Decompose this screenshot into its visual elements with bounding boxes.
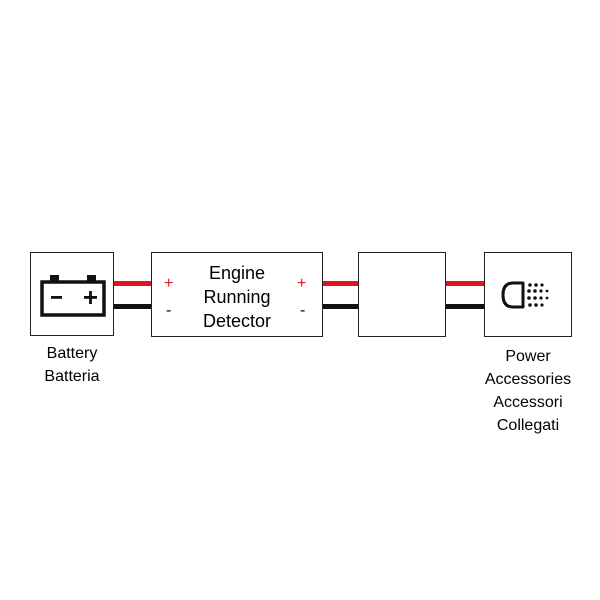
accessories-label-line1: Power: [505, 348, 551, 365]
detector-output-minus: -: [300, 302, 306, 319]
positive-wire-1: [114, 281, 152, 286]
accessories-label-line3: Accessori: [493, 394, 563, 411]
detector-title-line1: Engine: [208, 263, 266, 283]
detector-title: Engine Running Detector: [152, 261, 322, 333]
detector-title-line3: Detector: [202, 311, 272, 331]
negative-wire-3: [446, 304, 484, 309]
battery-box: [30, 252, 114, 336]
battery-icon: [40, 275, 106, 317]
detector-input-plus: +: [164, 275, 174, 292]
power-accessories-label: Power Accessories Accessori Collegati: [468, 345, 588, 437]
accessories-label-line2: Accessories: [484, 371, 572, 388]
negative-wire-1: [114, 304, 152, 309]
battery-label: Battery Batteria: [22, 342, 122, 388]
detector-input-minus: -: [166, 302, 172, 319]
accessories-label-line4: Collegati: [496, 417, 560, 434]
detector-output-plus: +: [297, 275, 307, 292]
detector-title-line2: Running: [203, 287, 271, 307]
negative-wire-2: [323, 304, 359, 309]
power-accessories-box: [484, 252, 572, 337]
positive-wire-3: [446, 281, 484, 286]
engine-running-detector-box: Engine Running Detector + - + -: [151, 252, 323, 337]
headlight-icon: [501, 281, 549, 309]
positive-wire-2: [323, 281, 359, 286]
battery-label-en: Battery: [46, 345, 98, 362]
battery-label-it: Batteria: [44, 368, 100, 385]
blank-module-box: [358, 252, 446, 337]
